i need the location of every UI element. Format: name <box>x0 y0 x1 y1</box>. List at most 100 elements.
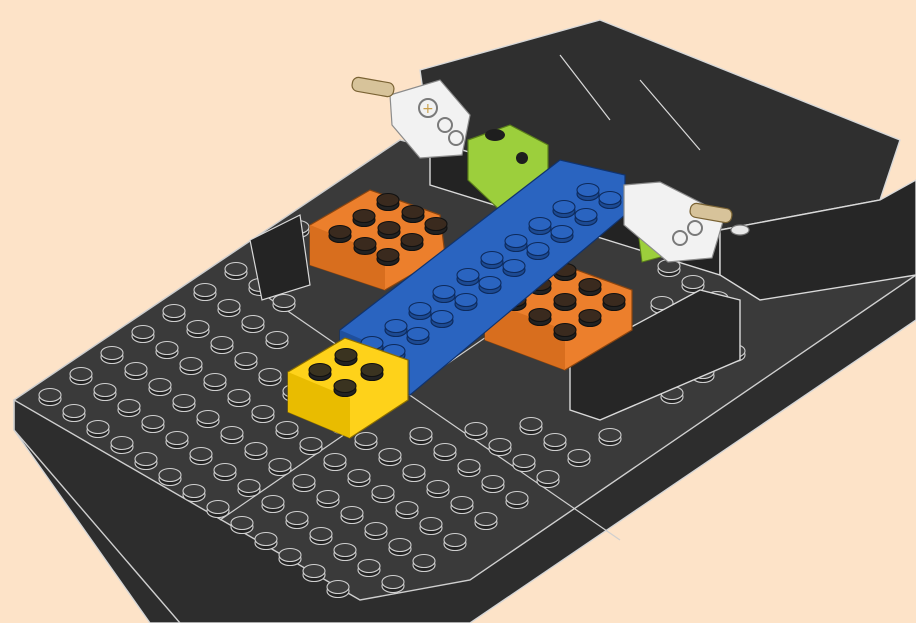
blue-stud <box>433 286 455 299</box>
orange-stud <box>353 210 375 223</box>
baseplate-stud <box>317 491 339 504</box>
orange-stud <box>377 249 399 262</box>
blue-stud <box>527 243 549 256</box>
baseplate-stud <box>334 544 356 557</box>
baseplate-stud <box>118 400 140 413</box>
blue-stud <box>577 184 599 197</box>
baseplate-stud <box>218 300 240 313</box>
baseplate-stud <box>482 476 504 489</box>
baseplate-stud <box>451 497 473 510</box>
baseplate-stud <box>475 513 497 526</box>
baseplate-stud <box>238 480 260 493</box>
baseplate-stud <box>211 337 233 350</box>
baseplate-stud <box>420 518 442 531</box>
baseplate-stud <box>255 533 277 546</box>
baseplate-stud <box>111 437 133 450</box>
baseplate-stud <box>166 432 188 445</box>
baseplate-stud <box>163 305 185 318</box>
baseplate-stud <box>506 492 528 505</box>
baseplate-stud <box>324 454 346 467</box>
baseplate-stud <box>279 549 301 562</box>
svg-text:+: + <box>422 101 434 117</box>
blue-stud <box>553 201 575 214</box>
baseplate-stud <box>231 517 253 530</box>
baseplate-stud <box>269 459 291 472</box>
blue-stud <box>409 303 431 316</box>
baseplate-stud <box>194 284 216 297</box>
baseplate-stud <box>489 439 511 452</box>
baseplate-stud <box>544 434 566 447</box>
baseplate-stud <box>135 453 157 466</box>
baseplate-stud <box>94 384 116 397</box>
yellow-stud <box>335 349 357 362</box>
baseplate-stud <box>513 455 535 468</box>
baseplate-stud <box>204 374 226 387</box>
baseplate-stud <box>348 470 370 483</box>
baseplate-stud <box>180 358 202 371</box>
baseplate-stud <box>327 581 349 594</box>
orange-stud <box>554 294 576 307</box>
blue-stud <box>479 277 501 290</box>
baseplate-stud <box>159 469 181 482</box>
baseplate-stud <box>341 507 363 520</box>
blue-stud <box>457 269 479 282</box>
baseplate-stud <box>434 444 456 457</box>
baseplate-stud <box>276 422 298 435</box>
blue-stud <box>575 209 597 222</box>
baseplate-stud <box>682 276 704 289</box>
baseplate-stud <box>187 321 209 334</box>
blue-stud <box>551 226 573 239</box>
baseplate-stud <box>142 416 164 429</box>
yellow-stud <box>309 364 331 377</box>
baseplate-stud <box>101 347 123 360</box>
baseplate-stud <box>156 342 178 355</box>
baseplate-stud <box>520 418 542 431</box>
yellow-stud <box>361 364 383 377</box>
blue-stud <box>431 311 453 324</box>
blue-stud <box>505 235 527 248</box>
baseplate-stud <box>252 406 274 419</box>
baseplate-stud <box>355 433 377 446</box>
baseplate-stud <box>427 481 449 494</box>
orange-stud <box>329 226 351 239</box>
baseplate-stud <box>225 263 247 276</box>
baseplate-stud <box>372 486 394 499</box>
yellow-stud <box>334 380 356 393</box>
baseplate-stud <box>458 460 480 473</box>
baseplate-stud <box>183 485 205 498</box>
baseplate-stud <box>396 502 418 515</box>
blue-stud <box>529 218 551 231</box>
blue-stud <box>599 192 621 205</box>
baseplate-stud <box>207 501 229 514</box>
baseplate-stud <box>245 443 267 456</box>
blue-stud <box>407 328 429 341</box>
orange-stud <box>401 234 423 247</box>
baseplate-stud <box>262 496 284 509</box>
baseplate-stud <box>379 449 401 462</box>
orange-stud <box>354 238 376 251</box>
baseplate-stud <box>286 512 308 525</box>
baseplate-stud <box>149 379 171 392</box>
baseplate-stud <box>389 539 411 552</box>
blue-stud <box>455 294 477 307</box>
baseplate-stud <box>235 353 257 366</box>
orange-stud <box>579 279 601 292</box>
baseplate-stud <box>242 316 264 329</box>
blue-stud <box>481 252 503 265</box>
baseplate-stud <box>190 448 212 461</box>
orange-stud <box>402 206 424 219</box>
blue-stud <box>503 260 525 273</box>
baseplate-stud <box>266 332 288 345</box>
baseplate-stud <box>39 389 61 402</box>
baseplate-stud <box>310 528 332 541</box>
baseplate-stud <box>403 465 425 478</box>
orange-stud <box>603 294 625 307</box>
baseplate-stud <box>444 534 466 547</box>
baseplate-stud <box>293 475 315 488</box>
baseplate-stud <box>197 411 219 424</box>
baseplate-stud <box>599 429 621 442</box>
baseplate-stud <box>413 555 435 568</box>
baseplate-stud <box>125 363 147 376</box>
baseplate-stud <box>568 450 590 463</box>
